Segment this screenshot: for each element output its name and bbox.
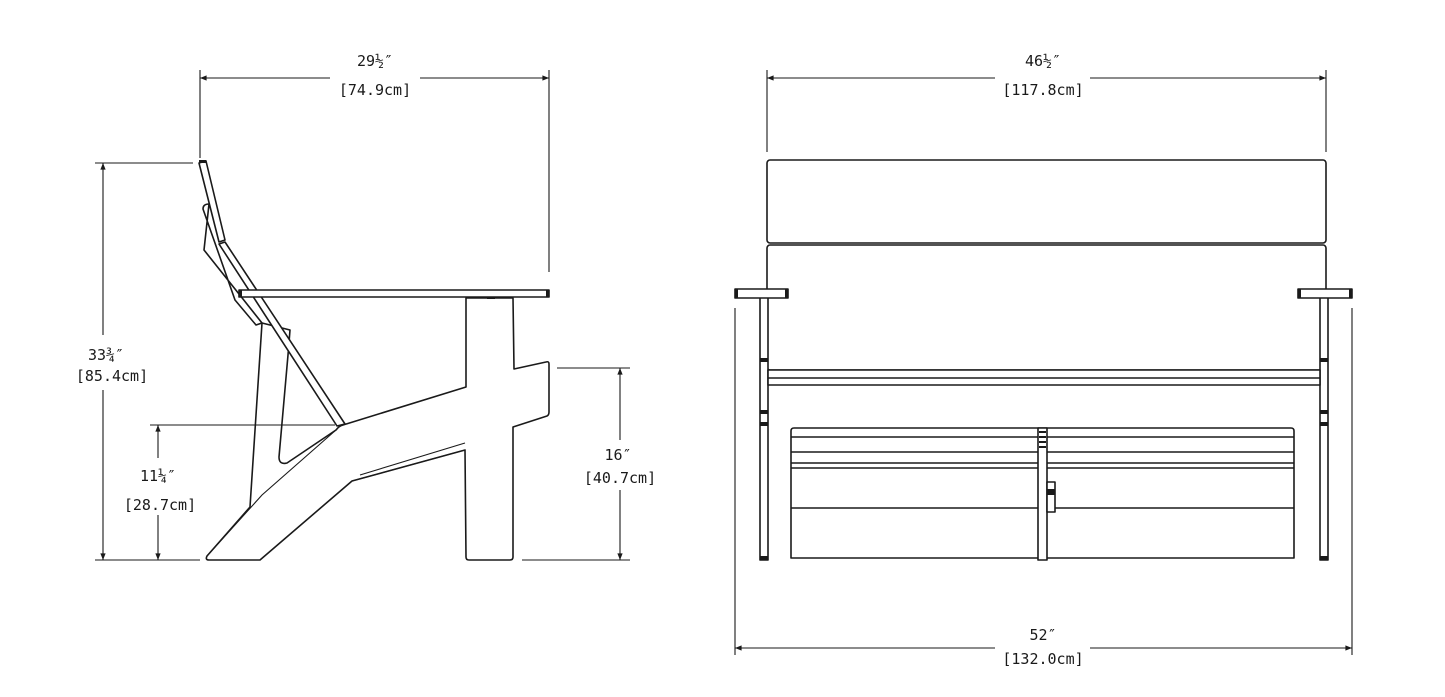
center-hardware [1039,431,1046,448]
side-width-metric: [74.9cm] [339,81,411,99]
seat-front-height-imperial: 11¼″ [140,467,176,485]
back-support-panel [202,203,263,326]
dimension-side-height: 33¾″ [85.4cm] [76,162,200,561]
arm-height-imperial: 16″ [604,446,631,464]
dimension-overall-width: 52″ [132.0cm] [734,308,1353,668]
backrest-lower-panel [766,244,1327,371]
arm-height-metric: [40.7cm] [584,469,656,487]
arm-bracket [487,297,495,299]
frame-leg-line [206,429,337,557]
frame-brace-line [351,442,466,482]
left-post [759,296,769,561]
back-slat-upper [198,160,226,243]
right-post [1319,296,1329,561]
center-bracket [1046,481,1056,513]
back-width-metric: [117.8cm] [1002,81,1083,99]
dimension-arm-height: 16″ [40.7cm] [522,367,656,561]
armrest-end-left [239,290,242,297]
back-width-imperial: 46½″ [1025,52,1061,70]
right-armrest [1297,288,1353,299]
armrest [238,289,550,298]
side-frame [205,297,550,561]
armrest-end-right [546,290,549,297]
front-view: 46½″ [117.8cm] 52″ [132.0cm] [734,52,1353,668]
side-view: 29½″ [74.9cm] 33¾″ [85.4cm] 11¼″ [28.7cm… [76,52,656,561]
back-slat-lower [218,241,346,427]
post-brackets [760,358,1328,560]
dimension-side-width: 29½″ [74.9cm] [199,52,550,272]
side-width-imperial: 29½″ [357,52,393,70]
seat-front-height-metric: [28.7cm] [124,496,196,514]
overall-width-metric: [132.0cm] [1002,650,1083,668]
side-height-imperial: 33¾″ [88,346,124,364]
dimension-back-width: 46½″ [117.8cm] [766,52,1327,152]
slat-cap [199,160,206,163]
overall-width-imperial: 52″ [1029,626,1056,644]
dimension-seat-front-height: 11¼″ [28.7cm] [124,424,335,560]
backrest-top-panel [766,159,1327,244]
side-height-metric: [85.4cm] [76,367,148,385]
left-armrest [734,288,789,299]
